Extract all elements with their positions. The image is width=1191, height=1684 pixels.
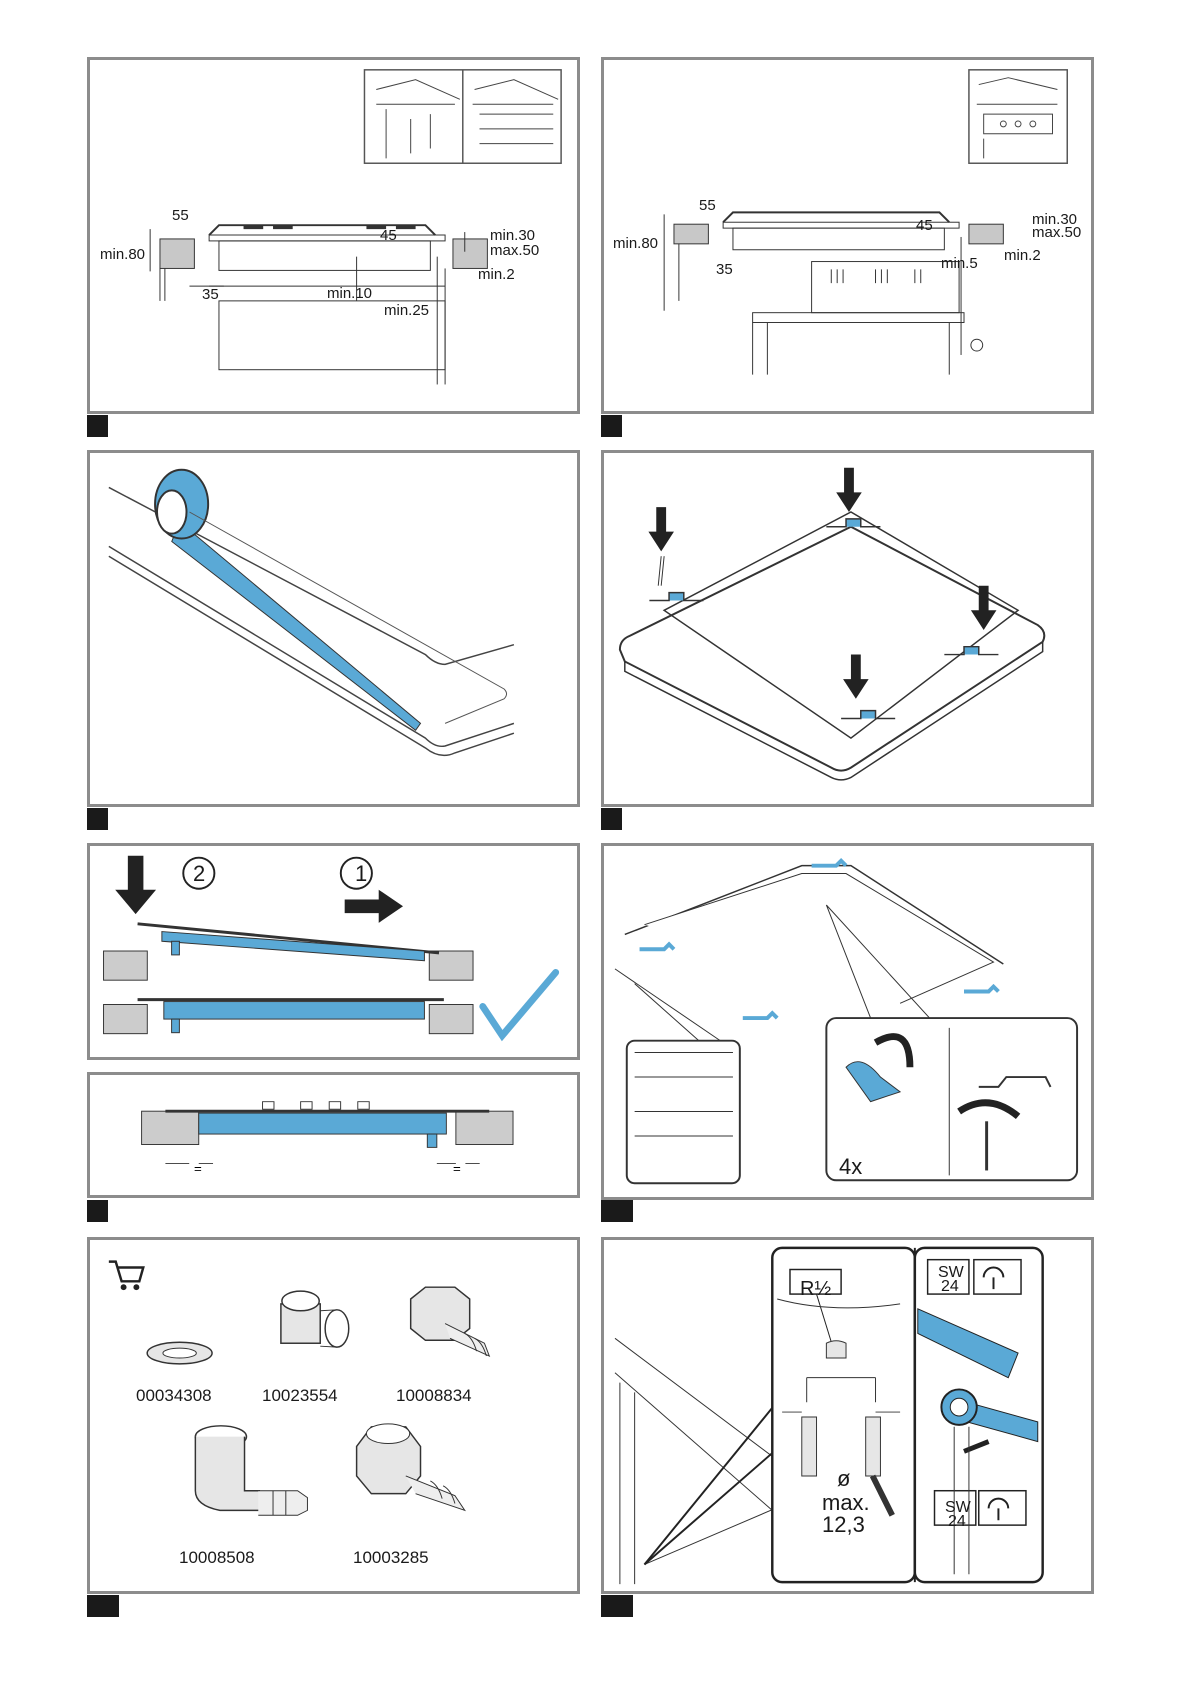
wrench-size-label: 24 bbox=[948, 1513, 966, 1531]
diameter-value: 12,3 bbox=[822, 1512, 865, 1538]
svg-text:=: = bbox=[194, 1161, 202, 1176]
diameter-symbol: ø bbox=[837, 1466, 850, 1492]
wrench-size-label: 24 bbox=[941, 1278, 959, 1296]
figure-4-panel bbox=[601, 450, 1094, 807]
hob-cutout-oven-diagram bbox=[604, 60, 1091, 411]
spare-parts-illustration bbox=[90, 1240, 577, 1591]
dim-label: 55 bbox=[699, 198, 716, 213]
gas-connection-illustration bbox=[604, 1240, 1091, 1591]
seal-tape-application-illustration bbox=[90, 453, 577, 804]
hob-seated-cross-section: = = bbox=[90, 1075, 577, 1195]
dim-label: min.2 bbox=[1004, 248, 1041, 263]
part-number-label: 00034308 bbox=[136, 1386, 212, 1406]
dim-label: min.80 bbox=[100, 247, 145, 262]
figure-2-number-tab bbox=[601, 415, 622, 437]
figure-8-panel: R½ SW 24 ø max. 12,3 SW 24 bbox=[601, 1237, 1094, 1594]
dim-label: min.30 bbox=[490, 228, 535, 243]
figure-7-panel: 00034308 10023554 10008834 10008508 1000… bbox=[87, 1237, 580, 1594]
dim-label: 35 bbox=[716, 262, 733, 277]
dim-label: 45 bbox=[380, 228, 397, 243]
dim-label: 45 bbox=[916, 218, 933, 233]
figure-3-panel bbox=[87, 450, 580, 807]
figure-6-panel: 4x bbox=[601, 843, 1094, 1200]
clamp-fastening-illustration bbox=[604, 846, 1091, 1197]
figure-2-panel: 55 45 min.30 max.50 min.80 min.5 min.2 3… bbox=[601, 57, 1094, 414]
part-number-label: 10008508 bbox=[179, 1548, 255, 1568]
dim-label: max.50 bbox=[490, 243, 539, 258]
figure-7-number-tab bbox=[87, 1595, 119, 1617]
figure-1-panel: 55 45 min.30 max.50 min.80 min.2 35 min.… bbox=[87, 57, 580, 414]
step-number-1: 1 bbox=[355, 861, 367, 887]
dim-label: min.25 bbox=[384, 303, 429, 318]
figure-4-number-tab bbox=[601, 808, 622, 830]
quantity-label: 4x bbox=[839, 1154, 862, 1180]
dim-label: min.80 bbox=[613, 236, 658, 251]
thread-size-label: R½ bbox=[800, 1278, 831, 1301]
dim-label: min.10 bbox=[327, 286, 372, 301]
figure-1-number-tab bbox=[87, 415, 108, 437]
dim-label: 55 bbox=[172, 208, 189, 223]
figure-5b-panel: = = bbox=[87, 1072, 580, 1198]
hob-insertion-illustration bbox=[90, 846, 577, 1057]
dim-label: 35 bbox=[202, 287, 219, 302]
bracket-mounting-illustration bbox=[604, 453, 1091, 804]
figure-3-number-tab bbox=[87, 808, 108, 830]
figure-5-number-tab bbox=[87, 1200, 108, 1222]
dim-label: max.50 bbox=[1032, 225, 1081, 240]
cart-icon bbox=[109, 1262, 143, 1291]
figure-5a-panel: 2 1 bbox=[87, 843, 580, 1060]
figure-6-number-tab bbox=[601, 1200, 633, 1222]
part-number-label: 10003285 bbox=[353, 1548, 429, 1568]
dim-label: min.2 bbox=[478, 267, 515, 282]
svg-text:=: = bbox=[453, 1161, 461, 1176]
step-number-2: 2 bbox=[193, 861, 205, 887]
figure-8-number-tab bbox=[601, 1595, 633, 1617]
part-number-label: 10008834 bbox=[396, 1386, 472, 1406]
part-number-label: 10023554 bbox=[262, 1386, 338, 1406]
dim-label: min.5 bbox=[941, 256, 978, 271]
